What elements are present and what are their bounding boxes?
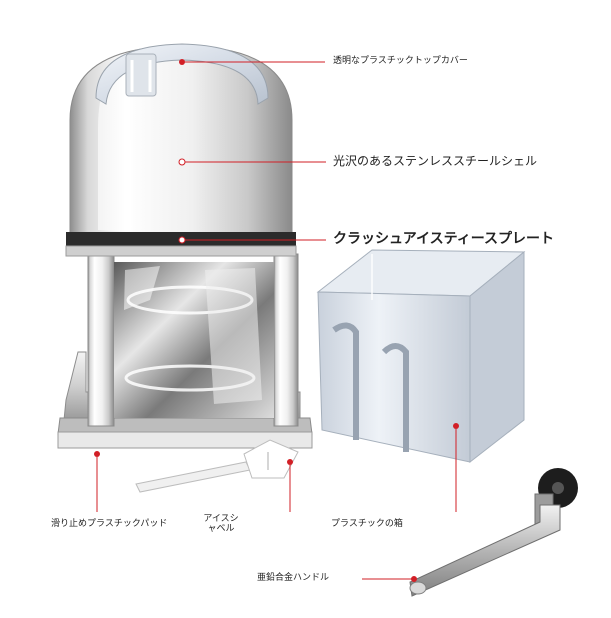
label-crush-plate: クラッシュアイスティースプレート xyxy=(333,231,555,247)
dot-marker-icon xyxy=(178,236,186,244)
label-zinc-handle: 亜鉛合金ハンドル xyxy=(257,573,330,583)
dot-marker-icon xyxy=(178,158,186,166)
label-non-slip-pad: 滑り止めプラスチックパッド xyxy=(51,519,168,529)
dot-marker-icon xyxy=(453,423,459,429)
label-steel-shell: 光沢のあるステンレススチールシェル xyxy=(333,154,538,168)
label-plastic-box: プラスチックの箱 xyxy=(331,519,403,529)
dot-marker-icon xyxy=(287,459,293,465)
label-top-cover: 透明なプラスチックトップカバー xyxy=(333,56,468,66)
dot-marker-icon xyxy=(411,576,417,582)
ice-crusher-machine xyxy=(57,43,313,449)
label-ice-shovel-line1: アイスシ xyxy=(203,514,239,524)
plastic-box xyxy=(316,249,526,464)
label-ice-shovel: アイスシ ャベル xyxy=(198,514,244,535)
dot-marker-icon xyxy=(94,451,100,457)
dot-marker-icon xyxy=(179,59,185,65)
label-ice-shovel-line2: ャベル xyxy=(207,524,235,535)
callout-leaders xyxy=(94,59,459,582)
ice-shovel xyxy=(135,439,299,493)
zinc-handle xyxy=(409,468,578,597)
